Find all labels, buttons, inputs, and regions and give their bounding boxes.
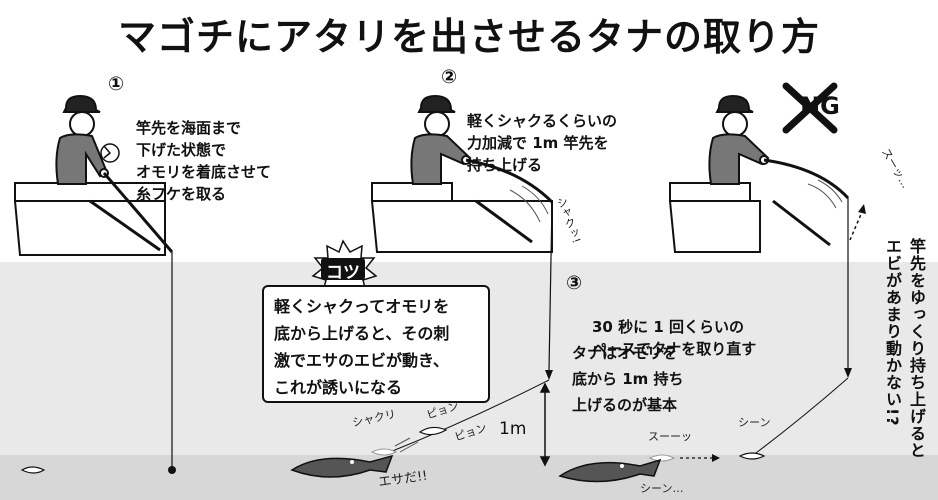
step-3: ③ 30 秒に 1 回くらいの ペースでタナを取り直す: [566, 272, 756, 382]
leader-2: [389, 379, 550, 453]
sea-bottom: [0, 455, 938, 500]
ng-caption: 竿先をゆっくり持ち上げると エビがあまり動かない!?: [883, 238, 926, 459]
flathead-fish-1: [290, 454, 394, 478]
flathead-fish-2: [558, 458, 662, 483]
step-1-text: 竿先を海面まで 下げた状態で オモリを着底させて 糸フケを取る: [136, 119, 272, 203]
shrimp-2-ghost: [370, 448, 398, 456]
rod-2-bent: [465, 158, 554, 204]
shrimp-3-arrowhead: [712, 454, 720, 462]
sfx-shiin-2: シーン…: [640, 482, 684, 495]
leader-3: [751, 377, 849, 457]
shrimp-3: [738, 452, 766, 460]
bottom-shrimp-left: [20, 466, 46, 474]
step-3-number: ③: [566, 272, 583, 294]
shrimp-3-ghost: [648, 454, 676, 462]
tip-label: コツ: [326, 263, 360, 283]
rod-3-motion: [807, 179, 843, 209]
boat-1: [13, 182, 166, 256]
step-3-text: 30 秒に 1 回くらいの ペースでタナを取り直す: [592, 318, 757, 358]
shrimp-2: [418, 426, 448, 436]
shrimp-2-motion: [394, 437, 419, 453]
tip-label-bg: [321, 258, 365, 280]
step-1: ① 竿先を海面まで 下げた状態で オモリを着底させて 糸フケを取る: [108, 73, 272, 227]
rod-1: [102, 172, 174, 253]
step-2-number: ②: [441, 66, 458, 88]
tana-note: タナはオモリを 底から 1m 持ち 上げるのが基本: [572, 344, 684, 414]
sfx-suu-bottom: スーーッ: [648, 430, 692, 443]
boat-2: [370, 182, 553, 253]
sfx-shiin-1: シーン: [738, 416, 771, 429]
sinker-2: [545, 370, 553, 380]
rod-3-up-arrowhead: [858, 204, 866, 214]
step-1-number: ①: [108, 73, 125, 95]
sinker-1: [168, 466, 176, 474]
angler-2: [410, 94, 472, 185]
rod-3-up-arrow: [849, 211, 863, 241]
distance-label: 1m: [499, 419, 527, 439]
ng-label: NG: [800, 92, 840, 120]
distance-arrow-1m: [539, 382, 551, 467]
rod-2-motion: [509, 185, 549, 223]
sinker-3: [844, 368, 852, 378]
reel-turn-icon: [100, 143, 120, 163]
angler-1: [55, 94, 109, 185]
step-2: ② 軽くシャクるくらいの 力加減で 1m 竿先を 持ち上げる: [441, 66, 617, 198]
boat-3: [668, 182, 831, 253]
rod-3: [763, 158, 850, 200]
tip-box: 軽くシャクってオモリを 底から上げると、その刺 激でエサのエビが動き、 これが誘…: [262, 285, 490, 403]
step-2-text: 軽くシャクるくらいの 力加減で 1m 竿先を 持ち上げる: [467, 112, 618, 174]
diagram-title: マゴチにアタリを出させるタナの取り方: [117, 15, 820, 59]
ng-x-icon: [782, 82, 838, 134]
angler-3: [708, 94, 770, 185]
line-2: [548, 201, 553, 371]
